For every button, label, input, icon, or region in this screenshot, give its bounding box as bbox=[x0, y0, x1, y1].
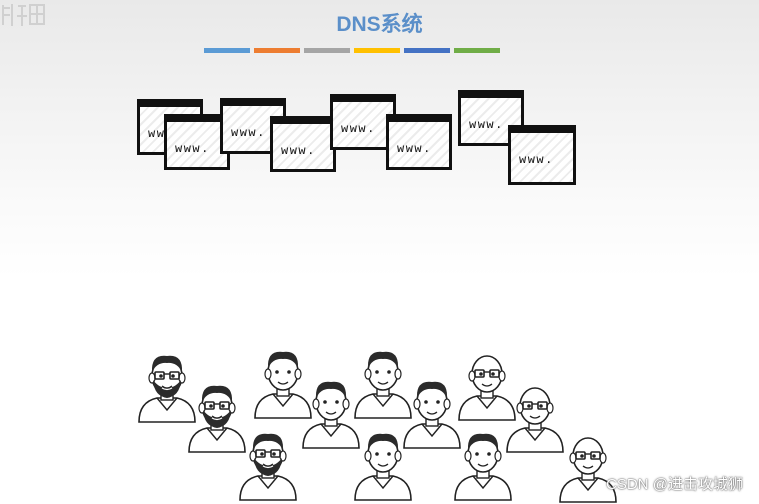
accent-bar bbox=[304, 48, 350, 53]
person-avatar-icon bbox=[403, 381, 461, 449]
browser-window-icon: www. bbox=[458, 90, 524, 146]
www-label: www. bbox=[281, 144, 316, 158]
person-avatar-icon bbox=[254, 351, 312, 419]
person-avatar-icon bbox=[458, 355, 516, 421]
accent-bar bbox=[204, 48, 250, 53]
browser-window-icon: www. bbox=[164, 114, 230, 170]
person-avatar-icon bbox=[354, 351, 412, 419]
accent-bar bbox=[454, 48, 500, 53]
title-color-strip bbox=[204, 48, 504, 54]
person-avatar-icon bbox=[454, 433, 512, 501]
www-label: www. bbox=[397, 142, 432, 156]
accent-bar bbox=[254, 48, 300, 53]
person-avatar-icon bbox=[138, 355, 196, 423]
www-label: www. bbox=[469, 118, 504, 132]
person-avatar-icon bbox=[188, 385, 246, 453]
www-label: www. bbox=[231, 126, 266, 140]
browser-window-icon: www. bbox=[330, 94, 396, 150]
person-avatar-icon bbox=[239, 433, 297, 501]
www-label: www. bbox=[341, 122, 376, 136]
browser-window-icon: www. bbox=[508, 125, 576, 185]
watermark: CSDN @进击攻城狮 bbox=[606, 476, 743, 493]
www-label: www. bbox=[519, 153, 554, 167]
logo-mark-icon bbox=[0, 0, 50, 30]
person-avatar-icon bbox=[354, 433, 412, 501]
slide-title: DNS系统 bbox=[336, 13, 423, 36]
www-label: www. bbox=[175, 142, 210, 156]
accent-bar bbox=[354, 48, 400, 53]
browser-window-icon: www. bbox=[386, 114, 452, 170]
accent-bar bbox=[404, 48, 450, 53]
